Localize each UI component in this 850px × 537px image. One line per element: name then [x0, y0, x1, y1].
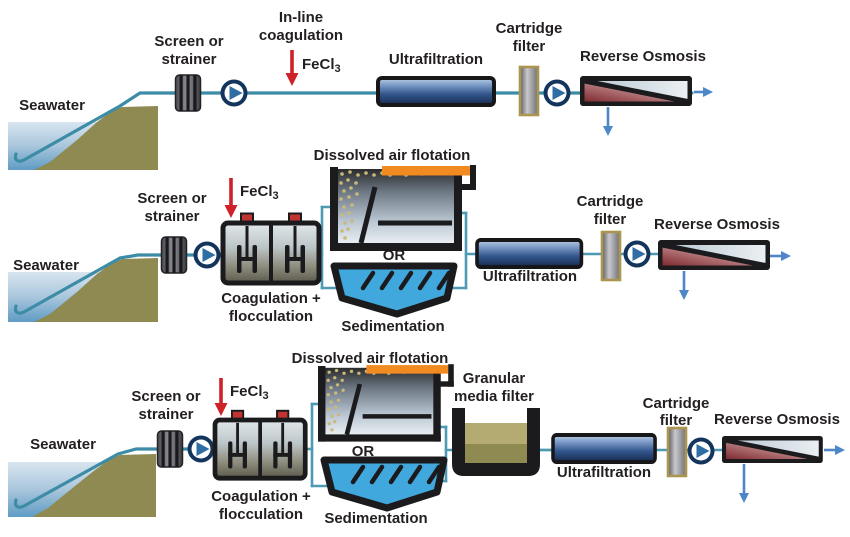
train-2-coagulation-flocculation: Dissolved air flotation Screen or strain… [8, 147, 791, 335]
coagulation-flocculation-tank [223, 214, 319, 284]
label-seawater: Seawater [30, 436, 96, 453]
label-fecl3: FeCl3 [230, 383, 269, 402]
shoreline [34, 258, 158, 322]
concentrate-arrow [739, 464, 749, 503]
cartridge-filter-unit [666, 426, 688, 478]
cartridge-filter-unit [600, 230, 622, 282]
label-screen: strainer [138, 406, 193, 423]
label-ultrafiltration: Ultrafiltration [483, 268, 577, 285]
permeate-arrow [694, 87, 713, 97]
label-ultrafiltration: Ultrafiltration [557, 464, 651, 481]
label-sedimentation: Sedimentation [324, 510, 427, 527]
label-daf: Dissolved air flotation [314, 147, 471, 164]
label-screen: Screen or [131, 388, 200, 405]
label-fecl3: FeCl3 [302, 56, 341, 75]
label-daf: Dissolved air flotation [292, 350, 449, 367]
train-1-inline-coagulation: Seawater Screen or strainer In-line coag… [8, 9, 713, 170]
pump-icon [193, 241, 221, 269]
pump-icon [687, 437, 715, 465]
screen-strainer-icon [174, 74, 202, 112]
coagulation-flocculation-tank [215, 411, 305, 478]
label-cartridge-filter: filter [660, 412, 693, 429]
label-cartridge-filter: filter [594, 211, 627, 228]
label-reverse-osmosis: Reverse Osmosis [654, 216, 780, 233]
label-coagulation: Coagulation + [221, 290, 321, 307]
pump-icon [623, 240, 651, 268]
shoreline [34, 106, 158, 170]
intake-pipe [13, 91, 178, 163]
granular-media-filter-tank [452, 408, 540, 476]
sedimentation-tank [324, 460, 444, 508]
label-cartridge-filter: Cartridge [496, 20, 563, 37]
label-screen: Screen or [154, 33, 223, 50]
pump-icon [543, 79, 571, 107]
reverse-osmosis-unit [580, 76, 692, 106]
pump-icon [220, 79, 248, 107]
intake-pipe [13, 253, 166, 315]
label-seawater: Seawater [19, 97, 85, 114]
cartridge-filter-unit [518, 65, 540, 117]
label-coagulation: flocculation [229, 308, 313, 325]
label-cartridge-filter: filter [513, 38, 546, 55]
label-or: OR [352, 443, 375, 460]
permeate-arrow [770, 251, 791, 261]
label-or: OR [383, 247, 406, 264]
label-inline-coagulation: coagulation [259, 27, 343, 44]
label-sedimentation: Sedimentation [341, 318, 444, 335]
gmf-walls [452, 408, 540, 476]
label-coagulation: Coagulation + [211, 488, 311, 505]
concentrate-arrow [603, 107, 613, 136]
permeate-arrow [824, 445, 845, 455]
label-cartridge-filter: Cartridge [577, 193, 644, 210]
reverse-osmosis-unit [722, 436, 823, 463]
label-screen: Screen or [137, 190, 206, 207]
label-inline-coagulation: In-line [279, 9, 323, 26]
sedimentation-tank [334, 266, 454, 314]
label-reverse-osmosis: Reverse Osmosis [580, 48, 706, 65]
dissolved-air-flotation-tank [330, 165, 476, 251]
pump-icon [187, 435, 215, 463]
label-seawater: Seawater [13, 257, 79, 274]
label-screen: strainer [144, 208, 199, 225]
ultrafiltration-unit [376, 76, 496, 107]
label-gmf: media filter [454, 388, 534, 405]
label-screen: strainer [161, 51, 216, 68]
fecl3-dosing-arrow [285, 50, 299, 86]
label-cartridge-filter: Cartridge [643, 395, 710, 412]
ultrafiltration-unit [551, 433, 658, 464]
label-fecl3: FeCl3 [240, 183, 279, 202]
screen-strainer-icon [156, 430, 184, 468]
gmf-media-lower [464, 444, 528, 466]
label-reverse-osmosis: Reverse Osmosis [714, 411, 840, 428]
shoreline [32, 454, 156, 517]
intake-pipe [13, 447, 164, 509]
fecl3-dosing-arrow [224, 178, 238, 218]
label-coagulation: flocculation [219, 506, 303, 523]
fecl3-dosing-arrow [214, 378, 228, 416]
dissolved-air-flotation-tank [318, 364, 454, 441]
reverse-osmosis-unit [658, 240, 770, 270]
train-3-with-granular-media-filter: Dissolved air flotation Screen or strain… [8, 350, 845, 527]
concentrate-arrow [679, 271, 689, 300]
gmf-media-upper [464, 423, 528, 444]
label-gmf: Granular [463, 370, 526, 387]
label-ultrafiltration: Ultrafiltration [389, 51, 483, 68]
screen-strainer-icon [160, 236, 188, 274]
ultrafiltration-unit [475, 238, 584, 269]
